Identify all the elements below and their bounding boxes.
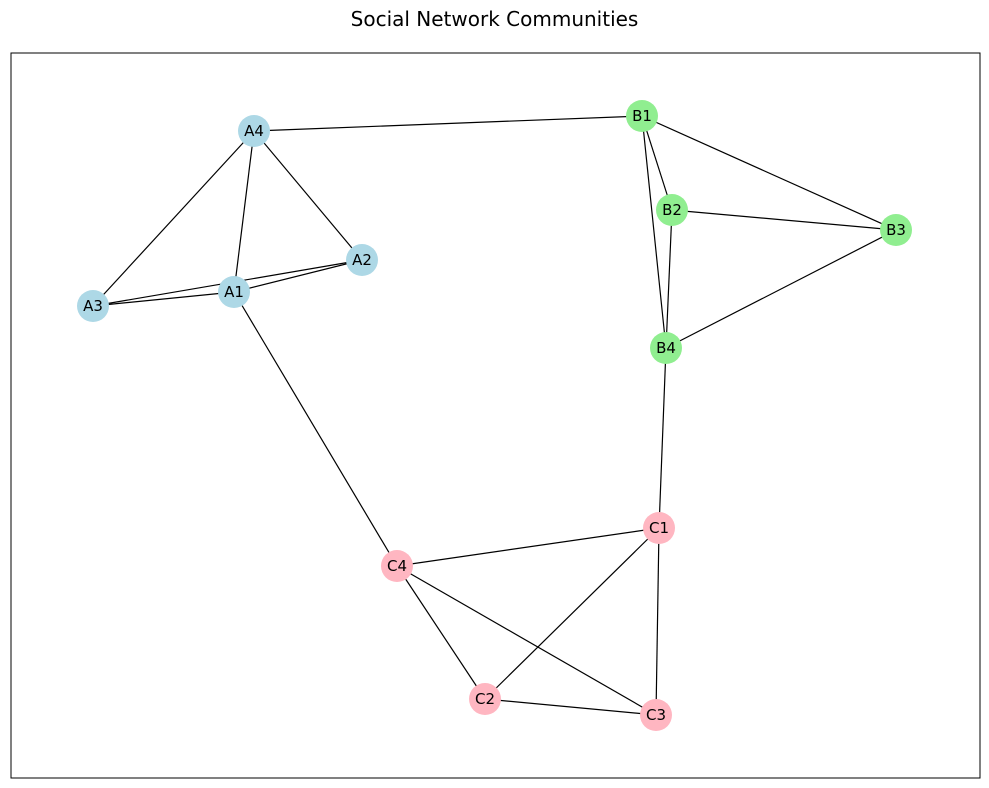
edges-layer	[92, 115, 897, 716]
node-c1: C1	[643, 512, 675, 544]
node-circle	[381, 550, 413, 582]
node-label: C4	[387, 557, 407, 575]
edge-b1-b2	[641, 115, 673, 211]
edge-a1-c4	[233, 291, 398, 567]
edge-c2-c3	[484, 698, 657, 716]
node-circle	[643, 512, 675, 544]
node-c3: C3	[640, 699, 672, 731]
node-label: A1	[224, 283, 244, 301]
node-b3: B3	[880, 214, 912, 246]
edge-a4-a2	[253, 130, 363, 261]
node-a2: A2	[346, 244, 378, 276]
node-label: C3	[646, 706, 666, 724]
node-label: B1	[632, 107, 652, 125]
node-circle	[77, 290, 109, 322]
edge-b1-b3	[641, 115, 897, 231]
edge-a4-a1	[233, 130, 255, 293]
node-a4: A4	[238, 115, 270, 147]
node-c2: C2	[469, 683, 501, 715]
node-a3: A3	[77, 290, 109, 322]
edge-c4-c1	[396, 527, 660, 567]
node-circle	[640, 699, 672, 731]
edge-a3-a1	[92, 291, 235, 307]
edge-c1-c3	[655, 527, 660, 716]
node-label: A2	[352, 251, 372, 269]
edge-a1-a2	[233, 259, 363, 293]
node-label: A3	[83, 297, 103, 315]
node-label: B4	[656, 339, 676, 357]
node-c4: C4	[381, 550, 413, 582]
node-label: A4	[244, 122, 264, 140]
node-label: B3	[886, 221, 906, 239]
node-circle	[469, 683, 501, 715]
node-b4: B4	[650, 332, 682, 364]
edge-a4-a3	[92, 130, 255, 307]
node-circle	[238, 115, 270, 147]
node-circle	[656, 194, 688, 226]
node-circle	[626, 100, 658, 132]
node-b2: B2	[656, 194, 688, 226]
edge-b3-b4	[665, 229, 897, 349]
node-circle	[218, 276, 250, 308]
node-label: C2	[475, 690, 495, 708]
node-circle	[346, 244, 378, 276]
edge-a4-b1	[253, 115, 643, 132]
node-label: C1	[649, 519, 669, 537]
node-b1: B1	[626, 100, 658, 132]
plot-frame	[10, 52, 981, 779]
edge-c1-c2	[484, 527, 660, 700]
edge-b2-b4	[665, 209, 673, 349]
chart-title: Social Network Communities	[350, 7, 639, 31]
node-circle	[880, 214, 912, 246]
edge-b1-b4	[641, 115, 667, 349]
edge-c4-c3	[396, 565, 657, 716]
edge-b4-c1	[658, 347, 667, 529]
edge-b2-b3	[671, 209, 897, 231]
node-circle	[650, 332, 682, 364]
node-a1: A1	[218, 276, 250, 308]
node-label: B2	[662, 201, 682, 219]
edge-c4-c2	[396, 565, 486, 700]
